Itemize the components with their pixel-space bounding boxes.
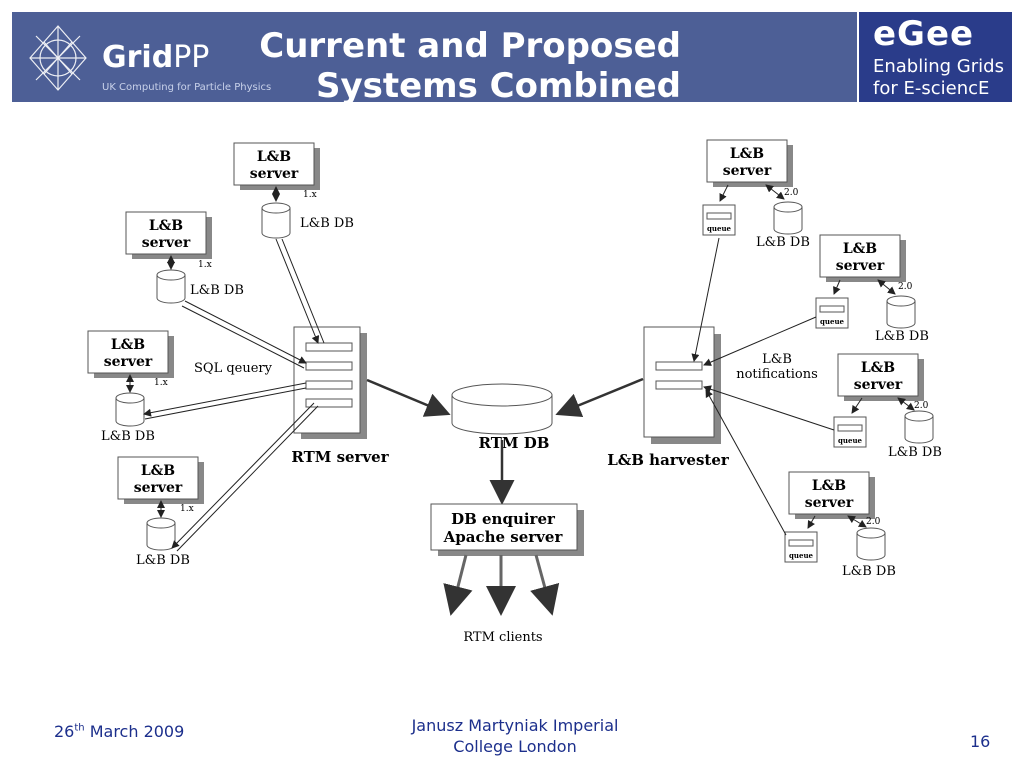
lb-db-label: L&B DB [875, 329, 929, 344]
notifications-label: notifications [736, 367, 818, 382]
lb-server-label: server [134, 480, 183, 496]
lb-server-label: L&B [257, 149, 291, 165]
lb-harvester: L&B harvester [607, 326, 730, 469]
egee-wordmark: eGee [873, 14, 975, 54]
lb-server-right-2: L&B server [819, 234, 906, 282]
gridpp-name: GridPP [102, 40, 210, 75]
lb-server-label: server [805, 495, 854, 511]
rtm-db-label: RTM DB [479, 434, 550, 452]
lb-db-left-4: L&B DB [136, 517, 190, 568]
lb-server-label: server [250, 166, 299, 182]
lb-server-left-3: L&B server [87, 330, 174, 378]
lb-server-label: L&B [111, 337, 145, 353]
lb-db-label: L&B DB [300, 216, 354, 231]
lb-db-left-1: L&B DB [261, 202, 354, 239]
lb-db-label: L&B DB [101, 429, 155, 444]
lb-db-label: L&B DB [888, 445, 942, 460]
version-label: 1.x [198, 260, 212, 270]
lb-server-label: server [854, 377, 903, 393]
lb-db-left-2: L&B DB [156, 269, 244, 304]
db-enquirer: DB enquirer Apache server [430, 503, 584, 556]
sql-connections [143, 238, 325, 552]
lb-db-label: L&B DB [136, 553, 190, 568]
lb-server-right-4: L&B server [788, 471, 875, 519]
lb-db-left-3: L&B DB [101, 392, 155, 444]
header-banner: GridPP UK Computing for Particle Physics… [12, 12, 857, 106]
version-label: 2.0 [784, 188, 799, 198]
queue-right-1: queue [702, 204, 736, 236]
lb-server-right-3: L&B server [837, 353, 924, 401]
lb-server-label: L&B [812, 478, 846, 494]
architecture-diagram: L&B server L&B DB 1.x L&B server L&B DB … [87, 139, 942, 645]
title-line-2: Systems Combined [315, 66, 681, 106]
lb-db-right-1: L&B DB [756, 201, 810, 250]
version-label: 2.0 [898, 282, 913, 292]
lb-server-label: L&B [843, 241, 877, 257]
lb-db-right-4: L&B DB [842, 527, 896, 579]
page-title: Current and Proposed Systems Combined [259, 26, 681, 106]
egee-line-1: Enabling Grids [873, 56, 1004, 77]
db-enquirer-label: Apache server [443, 528, 564, 546]
lb-server-label: L&B [149, 218, 183, 234]
queue-right-2: queue [815, 297, 849, 329]
version-label: 2.0 [914, 401, 929, 411]
queue-label: queue [707, 224, 732, 233]
egee-logo: eGee Enabling Grids for E-sciencE [859, 12, 1012, 102]
lb-server-label: server [142, 235, 191, 251]
rtm-server-label: RTM server [291, 448, 389, 466]
lb-db-right-2: L&B DB [875, 295, 929, 344]
lb-server-label: server [104, 354, 153, 370]
queue-right-3: queue [833, 416, 867, 448]
sql-query-label: SQL qeuery [194, 361, 273, 376]
queue-label: queue [820, 317, 845, 326]
lb-server-label: L&B [730, 146, 764, 162]
lb-server-right-1: L&B server [706, 139, 793, 187]
lb-server-left-1: L&B server [233, 142, 320, 190]
footer-page-number: 16 [970, 732, 991, 751]
version-label: 1.x [180, 504, 194, 514]
notification-connections [691, 237, 835, 536]
notifications-label: L&B [762, 352, 792, 367]
title-line-1: Current and Proposed [259, 26, 681, 66]
version-label: 1.x [303, 190, 317, 200]
lb-db-label: L&B DB [190, 283, 244, 298]
lb-harvester-label: L&B harvester [607, 451, 730, 469]
lb-db-right-3: L&B DB [888, 410, 942, 460]
version-label: 1.x [154, 378, 168, 388]
version-label: 2.0 [866, 517, 881, 527]
rtm-db: RTM DB [451, 383, 553, 452]
lb-server-label: L&B [141, 463, 175, 479]
db-enquirer-label: DB enquirer [451, 510, 556, 528]
gridpp-subtitle: UK Computing for Particle Physics [102, 82, 272, 93]
egee-line-2: for E-sciencE [873, 78, 990, 99]
lb-server-label: L&B [861, 360, 895, 376]
queue-label: queue [838, 436, 863, 445]
lb-server-left-4: L&B server [117, 456, 204, 504]
footer-date: 26th March 2009 [54, 722, 185, 741]
queue-label: queue [789, 551, 814, 560]
lb-db-label: L&B DB [842, 564, 896, 579]
lb-server-left-2: L&B server [125, 211, 212, 259]
lb-server-label: server [836, 258, 885, 274]
gridpp-globe-icon [29, 25, 87, 91]
queue-right-4: queue [784, 531, 818, 563]
lb-db-label: L&B DB [756, 235, 810, 250]
rtm-server: RTM server [291, 326, 390, 466]
rtm-clients-label: RTM clients [463, 630, 542, 645]
lb-server-label: server [723, 163, 772, 179]
